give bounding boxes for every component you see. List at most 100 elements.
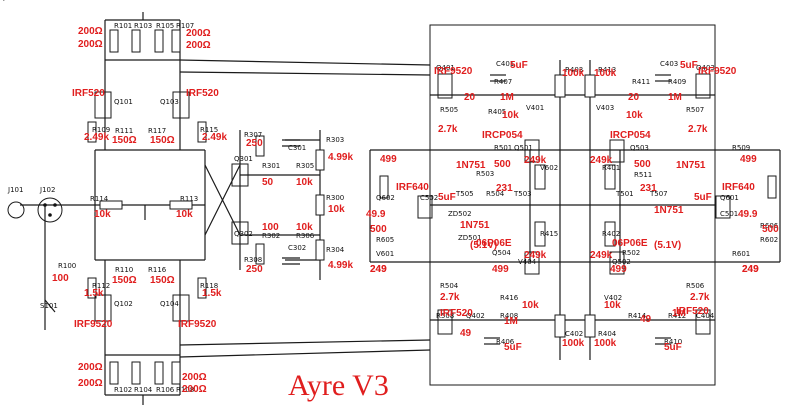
component-ref-label-29: R305 (296, 162, 314, 170)
component-ref-label-16: R110 (115, 266, 133, 274)
component-ref-label-59: R504 (486, 190, 505, 198)
component-value-label-26: 4.99k (328, 152, 353, 163)
component-value-label-10: 10k (94, 209, 111, 220)
component-ref-label-74: R606 (760, 222, 779, 230)
component-value-label-63: 500 (762, 224, 779, 235)
component-value-label-13: 150Ω (112, 275, 137, 286)
component-ref-label-33: Q302 (234, 230, 253, 238)
resistor-bodies (87, 29, 777, 385)
component-value-label-93: 100k (594, 338, 617, 349)
component-value-label-75: 06P06E (612, 238, 648, 249)
component-value-label-54: 231 (496, 183, 513, 194)
component-value-label-73: 249k (590, 250, 613, 261)
component-ref-label-43: R403 (565, 66, 583, 74)
component-value-label-66: (5.1V) (470, 240, 497, 251)
component-ref-label-93: R414 (628, 312, 647, 320)
component-value-label-29: 10k (296, 222, 313, 233)
component-ref-label-42: R405 (488, 108, 506, 116)
component-ref-label-64: ZD501 (458, 234, 482, 242)
component-value-label-19: 200Ω (78, 362, 103, 373)
component-ref-label-34: R302 (262, 232, 280, 240)
component-ref-label-62: T507 (649, 190, 668, 198)
component-value-label-43: 10k (626, 110, 643, 121)
component-value-label-8: 150Ω (150, 135, 175, 146)
component-ref-label-27: Q301 (234, 155, 253, 163)
component-ref-label-14: R114 (90, 195, 109, 203)
component-ref-label-18: R112 (92, 282, 110, 290)
component-ref-label-32: R300 (326, 194, 344, 202)
component-value-label-0: 200Ω (78, 26, 103, 37)
component-ref-label-71: V601 (376, 250, 394, 258)
component-ref-label-19: R118 (200, 282, 218, 290)
component-value-label-72: 249k (524, 250, 547, 261)
component-ref-label-97: Q404 (0, 0, 19, 2)
component-ref-label-25: R108 (176, 386, 194, 394)
component-value-label-38: 5uF (680, 60, 698, 71)
input-stage-wiring (20, 12, 431, 405)
component-ref-label-52: R507 (686, 106, 704, 114)
component-ref-label-15: R113 (180, 195, 198, 203)
component-value-label-16: 1.5k (202, 288, 222, 299)
component-ref-label-46: R411 (632, 78, 650, 86)
component-value-label-87: 1M (504, 316, 518, 327)
component-ref-label-61: T501 (615, 190, 634, 198)
component-value-label-11: 10k (176, 209, 193, 220)
component-value-label-71: 249k (590, 155, 613, 166)
component-ref-label-77: R415 (540, 230, 558, 238)
component-ref-label-51: R505 (440, 106, 458, 114)
component-value-label-34: 20 (464, 92, 476, 103)
component-value-label-40: 1M (668, 92, 682, 103)
component-ref-label-4: R101 (114, 22, 132, 30)
component-ref-label-41: R407 (494, 78, 512, 86)
component-ref-label-45: C403 (660, 60, 678, 68)
component-value-label-5: IRF520 (186, 88, 219, 99)
component-ref-label-11: R111 (115, 127, 133, 135)
component-ref-label-44: R413 (598, 66, 616, 74)
component-ref-label-31: R303 (326, 136, 344, 144)
component-ref-label-47: R409 (668, 78, 686, 86)
component-value-label-33: 5uF (510, 60, 528, 71)
connector-symbols (7, 197, 63, 223)
capacitor-symbols (282, 74, 671, 345)
component-value-label-53: 499 (740, 154, 757, 165)
component-value-label-56: IRF640 (396, 182, 429, 193)
component-ref-label-48: Q403 (696, 64, 715, 72)
component-ref-label-83: Q504 (492, 249, 511, 257)
component-ref-label-68: Q601 (720, 194, 739, 202)
component-value-label-50: 500 (494, 159, 511, 170)
component-value-label-76: 499 (492, 264, 509, 275)
component-ref-label-95: R410 (664, 338, 682, 346)
component-value-label-52: 499 (380, 154, 397, 165)
component-ref-label-7: R107 (176, 22, 194, 30)
component-value-label-57: IRF640 (722, 182, 755, 193)
component-ref-label-22: R102 (114, 386, 132, 394)
component-ref-label-56: Q503 (630, 144, 649, 152)
component-ref-label-67: C502 (420, 194, 438, 202)
component-value-label-49: 1N751 (676, 160, 706, 171)
component-value-label-37: 100k (594, 68, 617, 79)
component-value-label-46: IRCP054 (482, 130, 523, 141)
component-ref-label-40: C401 (496, 60, 514, 68)
component-value-label-28: 100 (262, 222, 279, 233)
component-ref-label-38: R308 (244, 256, 262, 264)
component-value-label-59: 5uF (694, 192, 712, 203)
component-ref-label-85: R504 (440, 282, 459, 290)
component-ref-label-72: R601 (732, 250, 750, 258)
component-value-label-47: IRCP054 (610, 130, 651, 141)
component-ref-label-49: V401 (526, 104, 544, 112)
component-value-label-35: 1M (500, 92, 514, 103)
component-value-label-17: IRF9520 (74, 319, 113, 330)
component-value-label-84: IRF520 (440, 308, 473, 319)
component-ref-label-89: R408 (500, 312, 518, 320)
component-ref-label-13: R115 (200, 126, 218, 134)
component-value-label-61: 49.9 (738, 209, 758, 220)
component-ref-label-54: R501 (494, 144, 512, 152)
component-value-label-23: 250 (246, 138, 263, 149)
component-ref-label-21: Q104 (160, 300, 179, 308)
component-value-label-60: 49.9 (366, 209, 386, 220)
component-value-label-79: 249 (742, 264, 759, 275)
component-ref-label-76: R401 (602, 164, 620, 172)
component-ref-label-12: R117 (148, 127, 166, 135)
